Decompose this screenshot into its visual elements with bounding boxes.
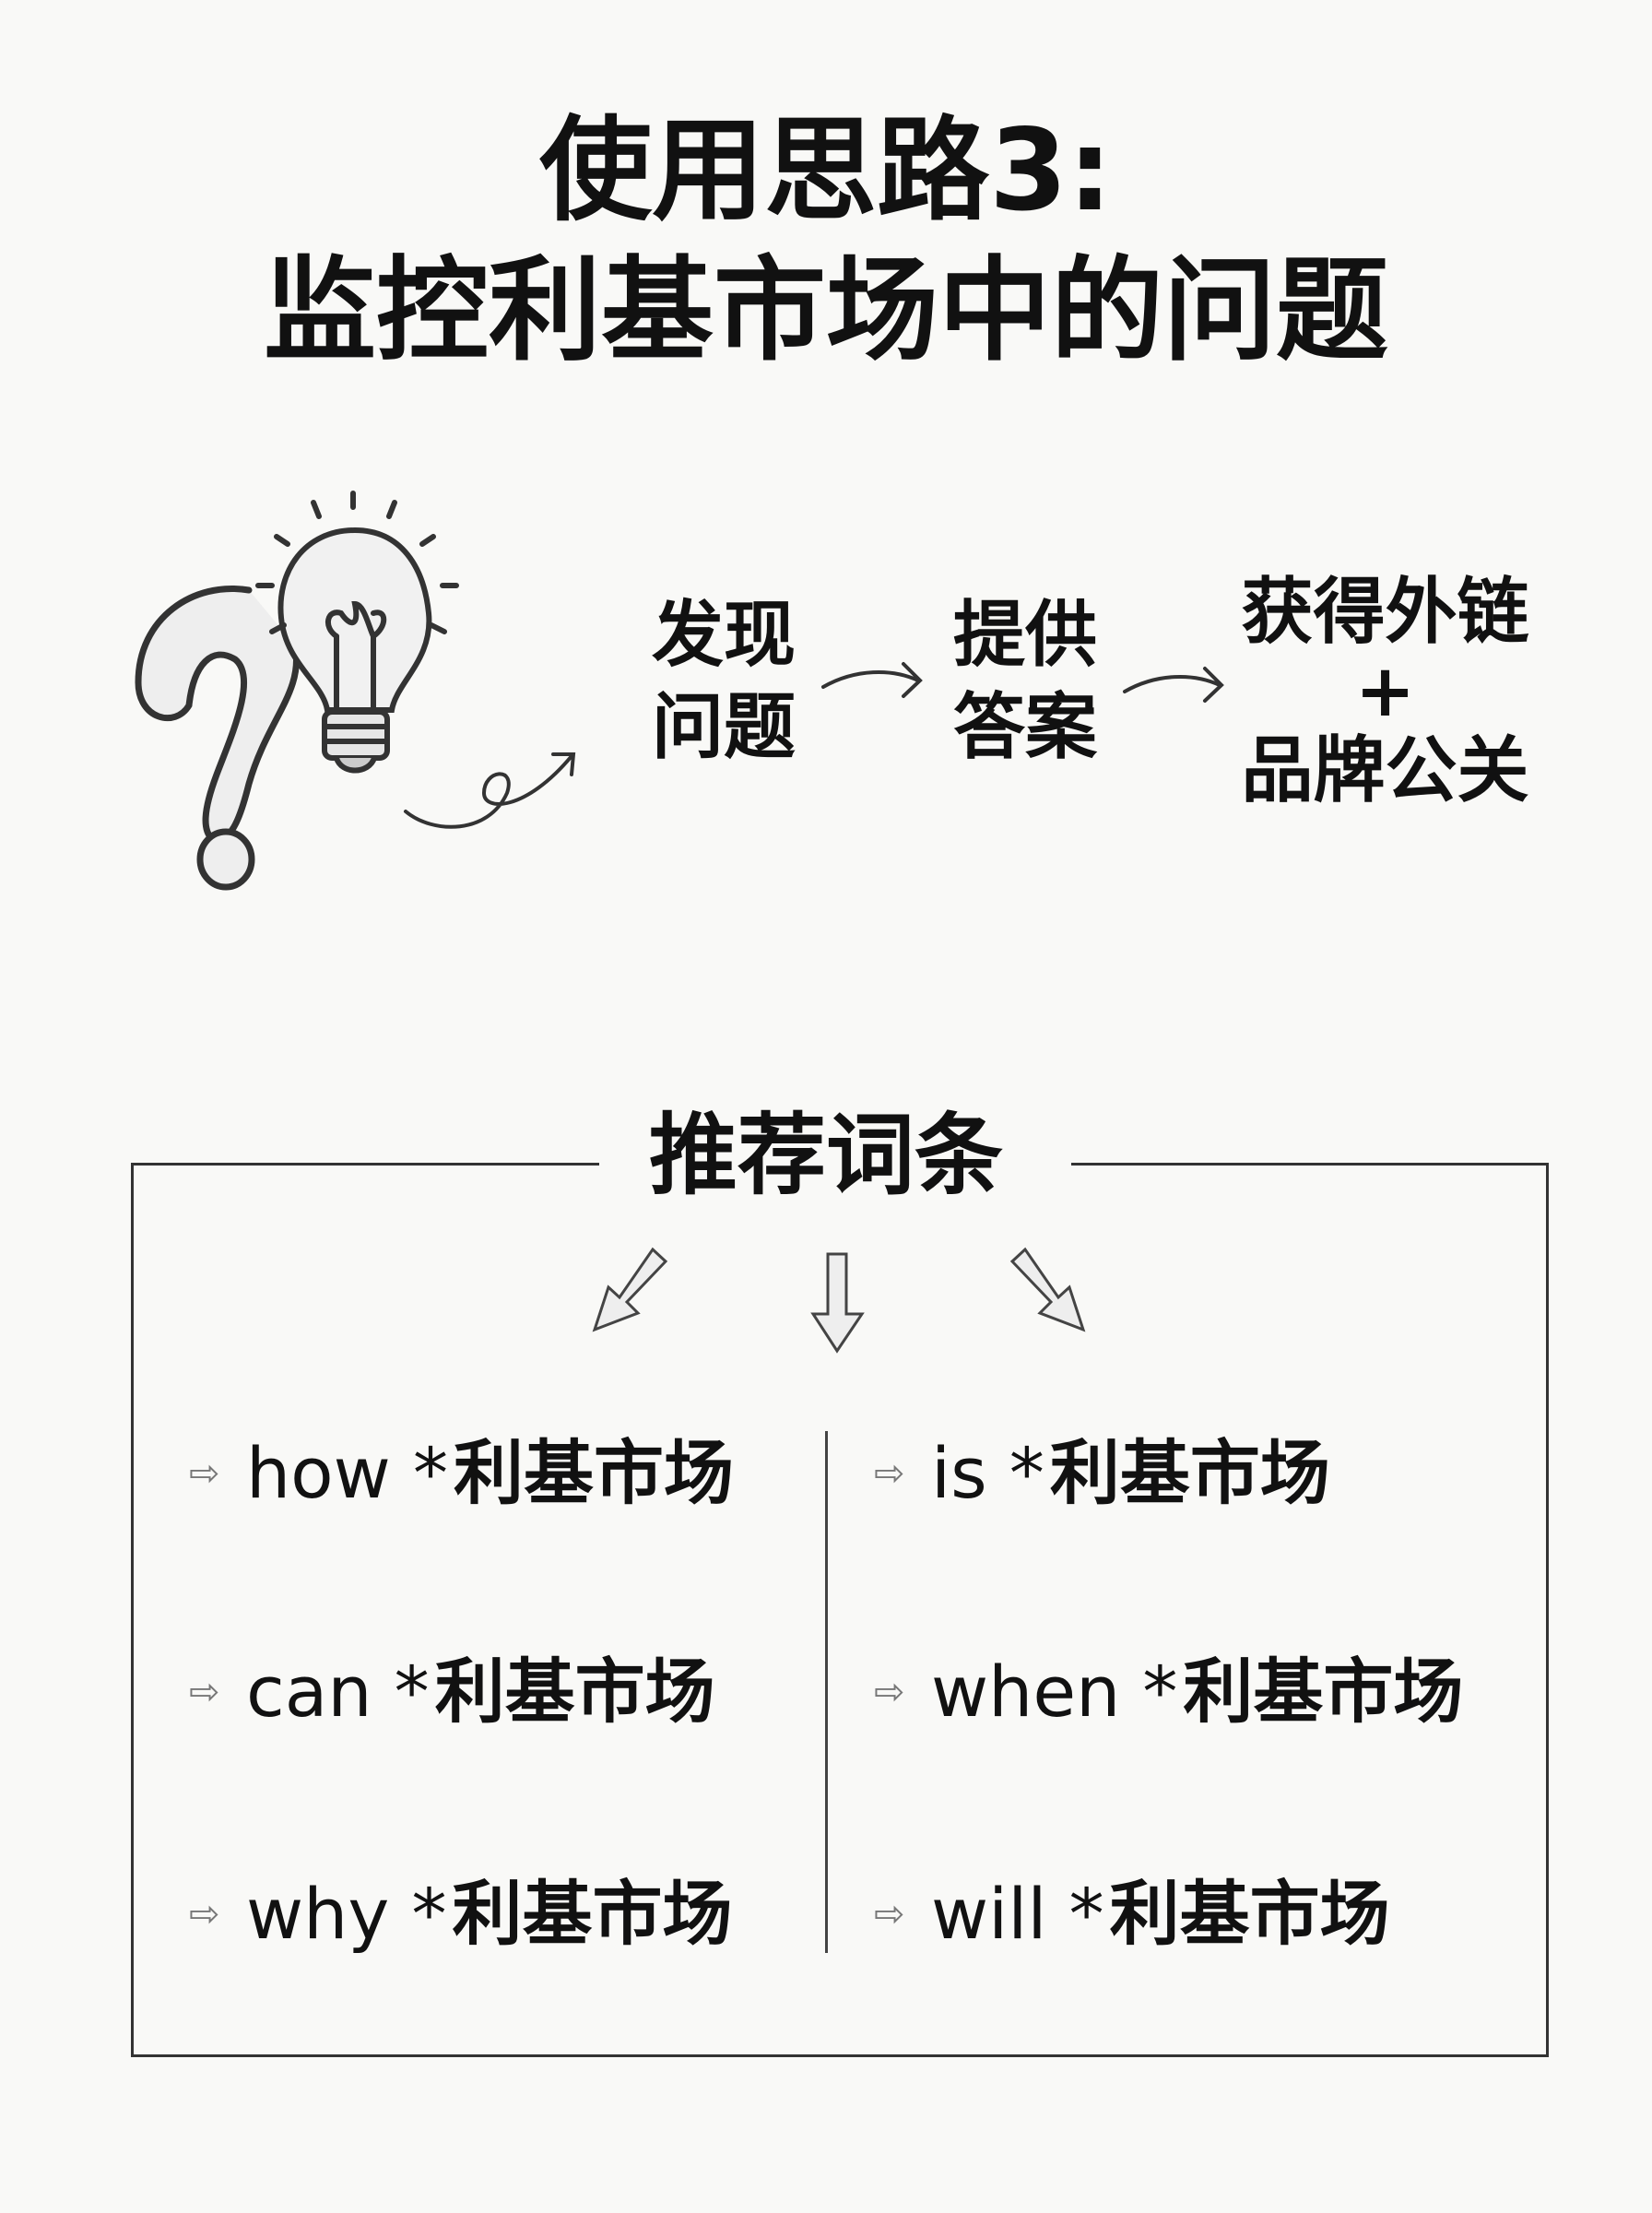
flow-step-2-line-2: 答案 <box>952 686 1097 769</box>
lightbulb-icon <box>255 491 459 774</box>
keyword-niche: 利基市场 <box>1183 1651 1464 1733</box>
flow-step-3-plus: + <box>1354 650 1416 733</box>
box-top-border-left <box>131 1163 599 1166</box>
keyword-prefix: how * <box>246 1432 448 1514</box>
flow-step-backlinks-pr: 获得外链 + 品牌公关 <box>1226 576 1544 807</box>
keyword-niche: 利基市场 <box>434 1651 715 1733</box>
keyword-niche: 利基市场 <box>1049 1432 1330 1514</box>
keyword-prefix: will * <box>931 1873 1104 1955</box>
arrow-bullet-icon: ⇨ <box>874 1671 905 1713</box>
title-line-1: 使用思路3: <box>539 105 1113 236</box>
flow-step-2-line-1: 提供 <box>952 594 1097 677</box>
arrow-down-left-icon <box>592 1247 668 1332</box>
title-line-2: 监控利基市场中的问题 <box>264 245 1388 376</box>
flow-step-1-line-1: 发现 <box>651 594 796 677</box>
keyword-item: ⇨how *利基市场 <box>189 1438 734 1509</box>
arrow-bullet-icon: ⇨ <box>874 1893 905 1935</box>
flow-step-3-line-2: 品牌公关 <box>1241 729 1529 812</box>
keyword-item: ⇨is *利基市场 <box>874 1438 1330 1509</box>
arrow-down-icon <box>810 1252 865 1354</box>
flow-step-1-line-2: 问题 <box>651 686 796 769</box>
box-top-border-right <box>1071 1163 1549 1166</box>
down-arrows <box>592 1247 1086 1354</box>
flow-step-find-problem: 发现 问题 <box>645 599 802 763</box>
flow-step-3-line-1: 获得外链 <box>1241 571 1529 654</box>
keyword-prefix: why * <box>246 1873 447 1955</box>
flow-step-provide-answer: 提供 答案 <box>947 599 1103 763</box>
keyword-prefix: when * <box>931 1651 1178 1733</box>
keyword-niche: 利基市场 <box>452 1873 733 1955</box>
arrow-bullet-icon: ⇨ <box>189 1671 220 1713</box>
keyword-niche: 利基市场 <box>1109 1873 1390 1955</box>
arrow-bullet-icon: ⇨ <box>189 1452 220 1495</box>
arrow-bullet-icon: ⇨ <box>189 1893 220 1935</box>
arrow-bullet-icon: ⇨ <box>874 1452 905 1495</box>
arrow-down-right-icon <box>1009 1247 1086 1332</box>
column-divider <box>825 1431 828 1953</box>
keyword-prefix: is * <box>931 1432 1044 1514</box>
arrow-right-icon <box>1123 667 1224 703</box>
keyword-item: ⇨when *利基市场 <box>874 1657 1463 1727</box>
keyword-item: ⇨will *利基市场 <box>874 1879 1390 1949</box>
question-lightbulb-illustration <box>135 491 576 891</box>
keyword-item: ⇨can *利基市场 <box>189 1657 715 1727</box>
curly-arrow-icon <box>404 752 576 829</box>
arrow-right-icon <box>821 662 923 698</box>
keyword-niche: 利基市场 <box>453 1432 734 1514</box>
recommend-heading: 推荐词条 <box>649 1104 1003 1207</box>
question-mark-icon <box>135 586 300 891</box>
recommend-box <box>131 1163 1549 2057</box>
keyword-prefix: can * <box>246 1651 430 1733</box>
keyword-item: ⇨why *利基市场 <box>189 1879 732 1949</box>
